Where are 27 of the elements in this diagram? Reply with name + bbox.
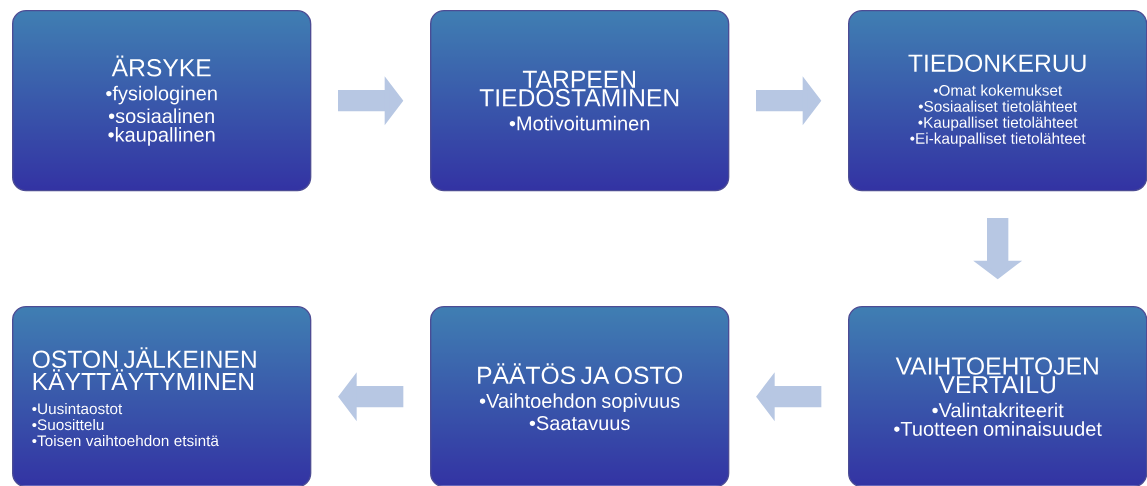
bullet-text: •Kaupalliset tietolähteet	[918, 116, 1078, 131]
bullet-text: •Valintakriteerit	[932, 402, 1064, 418]
process-box	[430, 306, 730, 486]
bullet-text: •Sosiaaliset tietolähteet	[918, 100, 1077, 112]
heading-text: TARPEEN TIEDOSTAMINEN	[479, 70, 679, 107]
heading-text: ÄRSYKE	[111, 55, 211, 77]
bullet-text: •Motivoituminen	[509, 115, 650, 131]
process-box	[430, 10, 730, 192]
bullet-text: •Tuotteen ominaisuudet	[894, 421, 1102, 436]
heading-text: VAIHTOEHTOJEN VERTAILU	[895, 357, 1098, 394]
bullet-text: •kaupallinen	[108, 127, 215, 146]
process-box	[12, 306, 312, 486]
heading-text: OSTON JÄLKEINEN KÄYTTÄYTYMINEN	[32, 347, 256, 391]
heading-text: TIEDONKERUU	[908, 54, 1086, 72]
bullet-text: •Ei-kaupalliset tietolähteet	[910, 132, 1086, 147]
heading-text: PÄÄTÖS JA OSTO	[478, 363, 683, 385]
process-box	[12, 10, 312, 192]
bullet-text: •Uusintaostot	[32, 402, 123, 415]
bullet-text: •Omat kokemukset	[933, 84, 1063, 96]
bullet-text: •Saatavuus	[529, 416, 630, 431]
process-box	[848, 306, 1147, 486]
bullet-text: •Toisen vaihtoehdon etsintä	[32, 434, 219, 447]
bullet-text: •fysiologinen	[106, 85, 217, 105]
bullet-text: •Suosittelu	[32, 418, 104, 431]
process-box	[848, 10, 1147, 192]
bullet-text: •Vaihtoehdon sopivuus	[479, 393, 680, 412]
bullet-text: •sosiaalinen	[108, 108, 214, 124]
